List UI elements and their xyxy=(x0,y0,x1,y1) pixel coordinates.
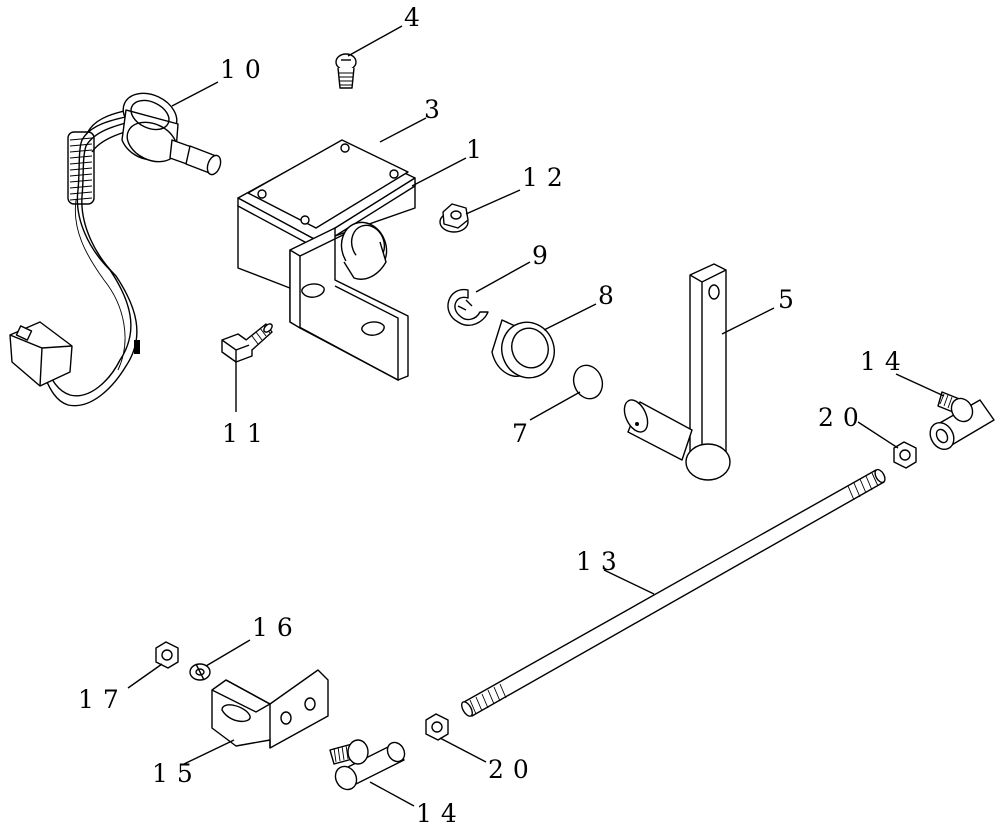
callout-1: 1 xyxy=(466,135,491,164)
callout-3: 3 xyxy=(424,95,449,124)
callout-9: 9 xyxy=(532,241,557,270)
part-12-flange-nut xyxy=(439,203,469,233)
callout-14-bottom: 14 xyxy=(416,799,466,828)
part-14-ball-joint-top xyxy=(929,391,995,451)
part-7-disc xyxy=(572,364,604,400)
leader-lines xyxy=(127,25,945,807)
part-8-bushing xyxy=(491,319,555,379)
callout-4: 4 xyxy=(404,3,429,32)
part-14-ball-joint-bottom xyxy=(329,739,406,791)
callout-20-bottom: 20 xyxy=(488,755,538,784)
callout-7: 7 xyxy=(512,419,537,448)
part-11-bolt xyxy=(221,323,273,363)
callout-17: 17 xyxy=(78,685,128,714)
callout-8: 8 xyxy=(598,281,623,310)
callout-5: 5 xyxy=(778,285,803,314)
part-9-e-clip xyxy=(447,289,489,326)
callout-15: 15 xyxy=(152,759,202,788)
part-20-nut-top xyxy=(893,441,917,469)
part-5-lever xyxy=(623,263,731,481)
callout-13: 13 xyxy=(576,547,626,576)
part-4-screw xyxy=(335,53,357,89)
callout-20-top: 20 xyxy=(818,403,868,432)
part-16-lock-washer xyxy=(189,663,211,681)
callout-14-top: 14 xyxy=(860,347,910,376)
part-15-bracket xyxy=(211,669,329,749)
part-13-threaded-rod xyxy=(461,468,886,717)
part-10-sensor xyxy=(9,92,222,407)
callout-10: 10 xyxy=(220,55,270,84)
part-1-bracket xyxy=(237,139,416,382)
callout-12: 12 xyxy=(522,163,572,192)
callout-11: 11 xyxy=(222,419,272,448)
part-17-nut xyxy=(155,641,179,669)
callout-16: 16 xyxy=(252,613,302,642)
callout-numbers: 10 4 3 1 12 9 8 5 7 11 14 20 13 16 17 15… xyxy=(78,3,910,828)
part-20-nut-bottom xyxy=(425,713,449,741)
